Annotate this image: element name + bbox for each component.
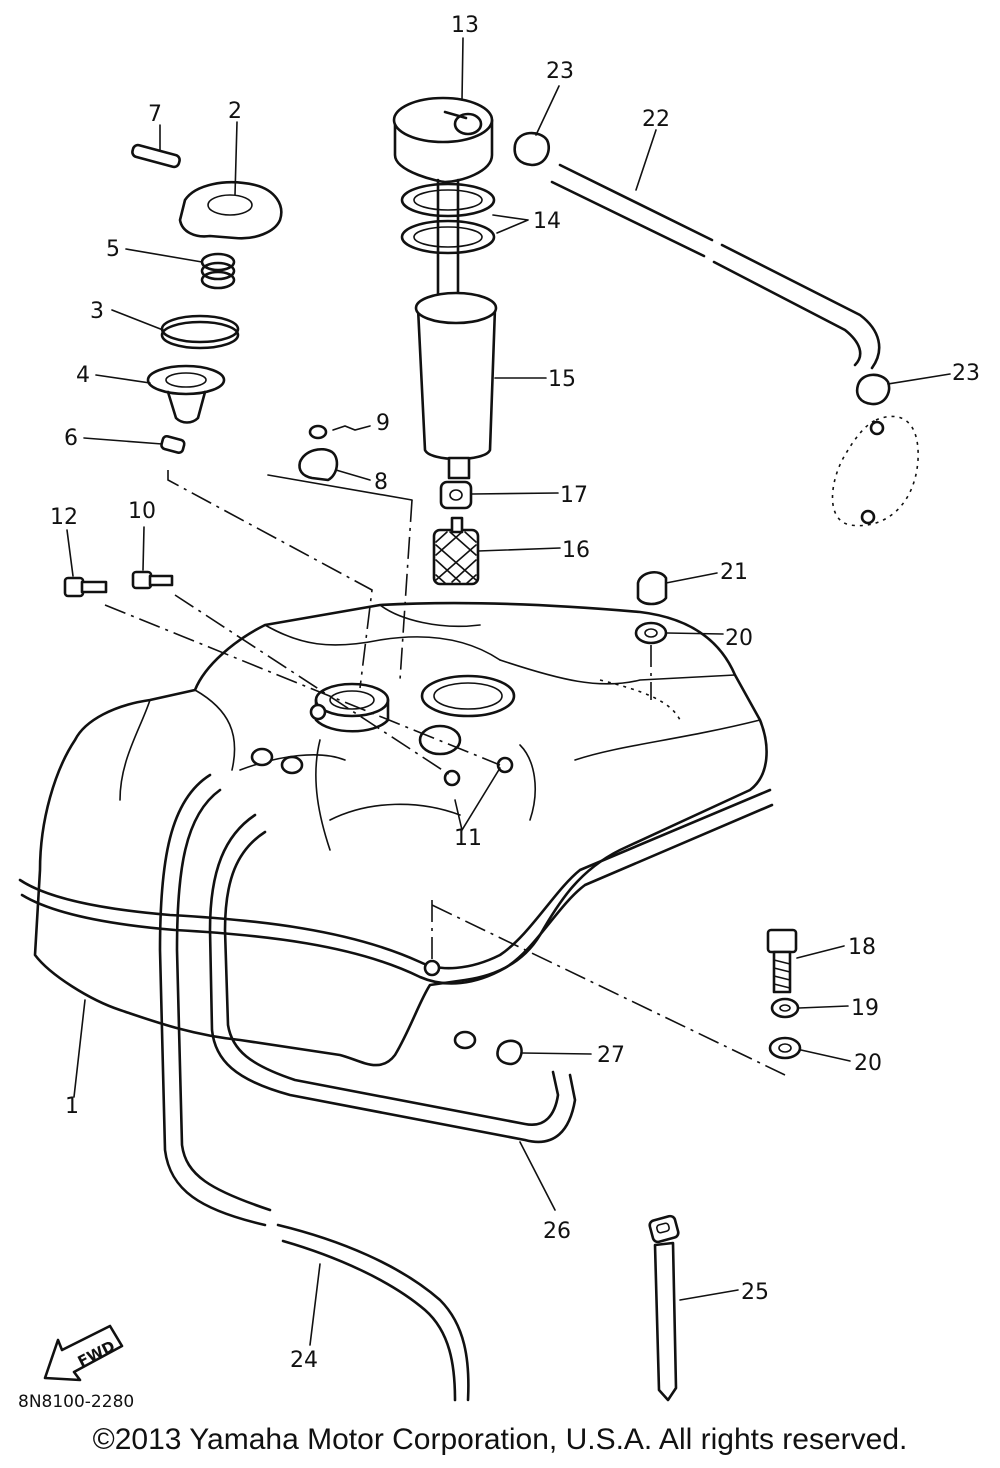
hose-26 [208, 813, 577, 1144]
callout-19: 19 [851, 996, 879, 1021]
callout-24: 24 [290, 1348, 318, 1373]
callout-16: 16 [562, 538, 590, 563]
clip-27 [496, 1039, 523, 1066]
callout-10: 10 [128, 499, 156, 524]
callout-12: 12 [50, 505, 78, 530]
callout-27: 27 [597, 1043, 625, 1068]
callout-5: 5 [106, 237, 120, 262]
callout-3: 3 [90, 299, 104, 324]
callout-15: 15 [548, 367, 576, 392]
filler-cap-13 [392, 96, 494, 184]
callout-17: 17 [560, 483, 588, 508]
callout-11: 11 [454, 826, 482, 851]
bolt-18 [766, 928, 798, 994]
callout-9: 9 [376, 411, 390, 436]
band-25 [648, 1214, 680, 1402]
callout-23b: 23 [952, 361, 980, 386]
collar-20a [634, 621, 668, 645]
damper-21 [636, 570, 668, 606]
callout-20b: 20 [854, 1051, 882, 1076]
plug-6 [160, 434, 186, 455]
callout-14: 14 [533, 209, 561, 234]
callout-8: 8 [374, 470, 388, 495]
callout-6: 6 [64, 426, 78, 451]
collar-20b [768, 1036, 802, 1060]
drawing-reference: 8N8100-2280 [18, 1392, 134, 1412]
leader-lines [66, 37, 951, 1346]
callout-25: 25 [741, 1280, 769, 1305]
strainer-15 [414, 291, 498, 480]
fuel-cock-lever-2 [178, 181, 283, 240]
gasket-14 [400, 182, 496, 255]
gasket-3 [160, 314, 240, 350]
callout-numbers: 1 2 3 4 5 6 7 8 9 10 11 12 13 14 15 16 1… [50, 13, 980, 1373]
canister-outline [831, 415, 919, 527]
fuel-tank [18, 601, 774, 1067]
hose-24 [158, 773, 470, 1402]
callout-2: 2 [228, 99, 242, 124]
spring-5 [200, 252, 236, 290]
packing-4 [146, 364, 226, 424]
callout-22: 22 [642, 107, 670, 132]
forward-arrow-icon: FWD [43, 1324, 124, 1382]
callout-20a: 20 [725, 626, 753, 651]
bolt-10 [131, 570, 174, 590]
bolt-12 [63, 576, 108, 598]
copyright-notice: ©2013 Yamaha Motor Corporation, U.S.A. A… [92, 1423, 908, 1456]
hose-22 [550, 163, 881, 370]
callout-1: 1 [65, 1094, 79, 1119]
callout-13: 13 [451, 13, 479, 38]
washer-19 [770, 997, 800, 1019]
callout-4: 4 [76, 363, 90, 388]
callout-18: 18 [848, 935, 876, 960]
clip-8 [298, 448, 339, 482]
callout-21: 21 [720, 560, 748, 585]
screw-9 [308, 424, 328, 440]
callout-23a: 23 [546, 59, 574, 84]
fuel-filter-16 [432, 516, 480, 586]
callout-7: 7 [148, 102, 162, 127]
pin-7 [131, 143, 181, 169]
callout-26: 26 [543, 1219, 571, 1244]
clamp-23a [513, 131, 551, 167]
fitting-17 [439, 480, 473, 510]
clamp-23b [855, 373, 891, 406]
filler-shaft [436, 178, 460, 302]
